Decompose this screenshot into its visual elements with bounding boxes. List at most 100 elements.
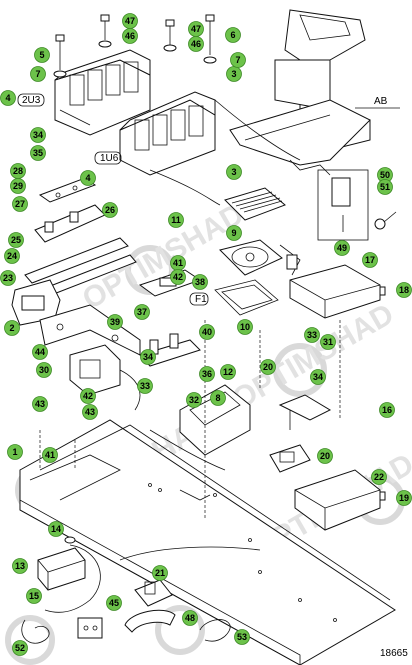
callout-number: 43 bbox=[35, 399, 45, 409]
callout-27: 27 bbox=[12, 196, 28, 212]
callout-circle bbox=[225, 27, 241, 43]
callout-circle bbox=[371, 469, 387, 485]
callout-circle bbox=[320, 334, 336, 350]
callout-15: 15 bbox=[26, 588, 42, 604]
callout-17: 17 bbox=[362, 252, 378, 268]
callout-number: 31 bbox=[323, 337, 333, 347]
callout-3: 3 bbox=[226, 66, 242, 82]
sensor-21 bbox=[269, 444, 311, 473]
callout-53: 53 bbox=[234, 629, 250, 645]
callout-circle bbox=[186, 392, 202, 408]
callout-number: 32 bbox=[189, 395, 199, 405]
callout-29: 29 bbox=[10, 178, 26, 194]
callout-number: 13 bbox=[15, 561, 25, 571]
callout-41: 41 bbox=[42, 447, 58, 463]
callout-circle bbox=[199, 324, 215, 340]
callout-circle bbox=[26, 588, 42, 604]
callout-circle bbox=[230, 52, 246, 68]
callout-number: 46 bbox=[191, 39, 201, 49]
callout-circle bbox=[362, 252, 378, 268]
callout-number: 43 bbox=[85, 407, 95, 417]
callout-circle bbox=[304, 327, 320, 343]
leader-lines bbox=[39, 320, 341, 561]
callout-circle bbox=[12, 640, 28, 656]
callout-number: 18 bbox=[399, 285, 409, 295]
callout-21: 21 bbox=[152, 565, 168, 581]
callout-number: 42 bbox=[173, 272, 183, 282]
callout-circle bbox=[106, 595, 122, 611]
callout-number: 27 bbox=[15, 199, 25, 209]
callout-circle bbox=[210, 390, 226, 406]
callout-24: 24 bbox=[4, 248, 20, 264]
callout-40: 40 bbox=[199, 324, 215, 340]
callout-number: 38 bbox=[195, 277, 205, 287]
callout-number: 23 bbox=[3, 273, 13, 283]
screw-20a bbox=[379, 286, 386, 296]
callout-1: 1 bbox=[7, 444, 23, 460]
callout-number: 35 bbox=[33, 148, 43, 158]
callout-number: 12 bbox=[223, 367, 233, 377]
callout-46: 46 bbox=[188, 36, 204, 52]
strap-48 bbox=[124, 609, 176, 633]
callout-number: 22 bbox=[374, 472, 384, 482]
cable-tie-53 bbox=[199, 619, 231, 642]
callout-circle bbox=[237, 319, 253, 335]
connector-2 bbox=[11, 279, 61, 326]
callout-circle bbox=[260, 359, 276, 375]
callout-number: 41 bbox=[173, 258, 183, 268]
callout-number: 36 bbox=[202, 369, 212, 379]
callout-34: 34 bbox=[140, 349, 156, 365]
callout-47: 47 bbox=[188, 21, 204, 37]
callout-circle bbox=[107, 314, 123, 330]
callout-circle bbox=[30, 127, 46, 143]
callout-number: 47 bbox=[125, 16, 135, 26]
bag-49 bbox=[317, 169, 369, 241]
callout-circle bbox=[317, 448, 333, 464]
callout-number: 8 bbox=[215, 393, 220, 403]
callout-number: 6 bbox=[230, 30, 235, 40]
callout-number: 30 bbox=[39, 365, 49, 375]
callout-48: 48 bbox=[182, 610, 198, 626]
callout-circle bbox=[377, 179, 393, 195]
callout-circle bbox=[152, 565, 168, 581]
callout-circle bbox=[220, 364, 236, 380]
callout-16: 16 bbox=[379, 402, 395, 418]
callout-42: 42 bbox=[170, 269, 186, 285]
terminal-block-27 bbox=[34, 204, 106, 243]
callout-circle bbox=[10, 178, 26, 194]
callout-number: 21 bbox=[155, 568, 165, 578]
callout-20: 20 bbox=[260, 359, 276, 375]
callout-circle bbox=[134, 304, 150, 320]
terminal-50-51 bbox=[374, 211, 397, 230]
callout-number: 47 bbox=[191, 24, 201, 34]
callout-circle bbox=[102, 202, 118, 218]
callout-circle bbox=[188, 21, 204, 37]
callout-circle bbox=[8, 232, 24, 248]
callout-25: 25 bbox=[8, 232, 24, 248]
terminal-strip-29 bbox=[38, 177, 97, 203]
callout-7: 7 bbox=[230, 52, 246, 68]
callout-23: 23 bbox=[0, 270, 16, 286]
callout-47: 47 bbox=[122, 13, 138, 29]
bracket-18 bbox=[278, 394, 332, 430]
callout-number: 34 bbox=[313, 372, 323, 382]
callout-number: 4 bbox=[85, 173, 90, 183]
callout-7: 7 bbox=[30, 66, 46, 82]
cover-24 bbox=[294, 469, 381, 531]
callout-number: 50 bbox=[380, 170, 390, 180]
callout-circle bbox=[182, 610, 198, 626]
callout-circle bbox=[137, 378, 153, 394]
callout-36: 36 bbox=[199, 366, 215, 382]
callout-39: 39 bbox=[107, 314, 123, 330]
callout-number: 24 bbox=[7, 251, 17, 261]
transformer-1u6: 1U6 bbox=[94, 91, 216, 176]
callout-43: 43 bbox=[82, 404, 98, 420]
callout-number: 46 bbox=[125, 31, 135, 41]
callout-26: 26 bbox=[102, 202, 118, 218]
callout-number: 25 bbox=[11, 235, 21, 245]
callout-number: 53 bbox=[237, 632, 247, 642]
callout-number: 26 bbox=[105, 205, 115, 215]
callout-9: 9 bbox=[226, 225, 242, 241]
plug-45 bbox=[77, 617, 103, 639]
